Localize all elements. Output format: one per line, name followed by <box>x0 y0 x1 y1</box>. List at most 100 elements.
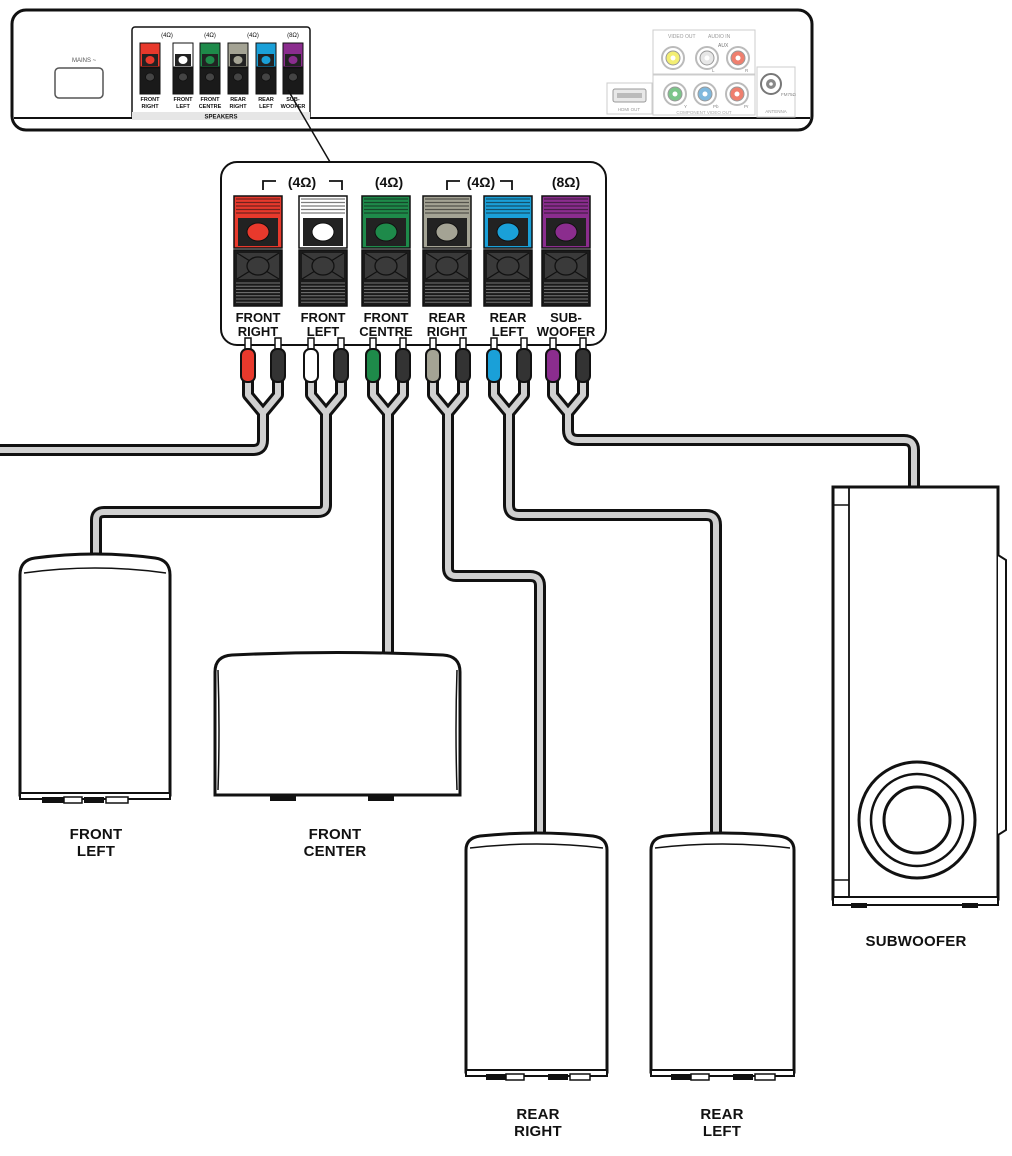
plug-negative-5 <box>575 337 591 383</box>
small-terminal-label-line2: LEFT <box>259 104 273 110</box>
subwoofer-label-line1: SUBWOOFER <box>865 933 967 950</box>
impedance-centre: (4Ω) <box>375 174 403 190</box>
subwoofer-driver <box>857 760 977 880</box>
terminal-label-line2: RIGHT <box>427 324 468 339</box>
plug-positive-5 <box>545 337 561 383</box>
video-out-label: VIDEO OUT <box>668 34 696 40</box>
terminal-block-group: FRONTRIGHTFRONTLEFTFRONTCENTREREARRIGHTR… <box>233 195 596 339</box>
front-center-label-line2: CENTER <box>303 843 367 860</box>
aux-right-jack: R <box>726 46 750 73</box>
component-pr-jack: Pr <box>725 82 749 109</box>
video-out-jack <box>661 46 685 70</box>
speakers-panel-label: SPEAKERS <box>204 115 237 121</box>
plug-negative-0 <box>270 337 286 383</box>
impedance-front: (4Ω) <box>288 174 316 190</box>
terminal-label-line1: SUB- <box>550 310 582 325</box>
plug-group <box>240 337 591 383</box>
cable-front-right <box>0 364 284 456</box>
mains-socket: MAINS ~ <box>54 58 104 99</box>
small-terminal-label-line2: WOOFER <box>281 104 306 110</box>
jack-pr-label: Pr <box>744 104 749 109</box>
terminal-label-line1: FRONT <box>301 310 346 325</box>
small-terminal-label-line2: RIGHT <box>229 104 247 110</box>
small-impedance-front: (4Ω) <box>161 33 173 39</box>
small-speaker-terminal-panel: SPEAKERS (4Ω) (4Ω) (4Ω) (8Ω) FRONT RIGHT F… <box>131 26 311 121</box>
front-left-label-line2: LEFT <box>76 843 116 860</box>
rear-right-speaker <box>464 831 609 1081</box>
cable-front-left <box>90 364 347 566</box>
terminal-label-line2: LEFT <box>307 324 340 339</box>
audio-in-label: AUDIO IN <box>708 34 731 40</box>
component-label: COMPONENT VIDEO OUT <box>676 110 731 115</box>
fm-label: FM75Ω <box>781 92 797 97</box>
plug-negative-3 <box>455 337 471 383</box>
component-pb-jack: Pb <box>693 82 719 109</box>
av-jacks-area: VIDEO OUT AUDIO IN AUX L R <box>606 29 797 118</box>
small-terminal-label-line2: RIGHT <box>141 104 159 110</box>
plug-negative-2 <box>395 337 411 383</box>
terminal-sub-woofer[interactable]: SUB-WOOFER <box>537 195 596 339</box>
zoom-leader-line <box>287 89 331 163</box>
plug-positive-0 <box>240 337 256 383</box>
small-impedance-sub: (8Ω) <box>287 33 299 39</box>
small-impedance-centre: (4Ω) <box>204 33 216 39</box>
rear-left-label-line1: REAR <box>700 1106 744 1123</box>
aux-r-label: R <box>745 68 749 73</box>
terminal-label-line1: FRONT <box>236 310 281 325</box>
impedance-rear: (4Ω) <box>467 174 495 190</box>
small-impedance-rear: (4Ω) <box>247 33 259 39</box>
small-terminal-label-line2: CENTRE <box>199 104 222 110</box>
small-terminal-label-line2: LEFT <box>176 104 190 110</box>
front-center-label: FRONT CENTER <box>290 826 380 860</box>
small-terminal-label-line1: FRONT <box>174 97 194 103</box>
jack-pb-label: Pb <box>713 104 719 109</box>
front-left-label: FRONT LEFT <box>56 826 136 860</box>
aux-label: AUX <box>718 43 729 49</box>
terminal-label-line1: REAR <box>429 310 466 325</box>
aux-l-label: L <box>712 68 715 73</box>
impedance-bracket-rear <box>446 180 513 190</box>
front-left-label-line1: FRONT <box>69 826 123 843</box>
plug-positive-4 <box>486 337 502 383</box>
terminal-label-line2: LEFT <box>492 324 525 339</box>
terminal-label-line1: REAR <box>490 310 527 325</box>
plug-negative-1 <box>333 337 349 383</box>
small-terminal-label-line1: REAR <box>258 97 274 103</box>
plug-positive-1 <box>303 337 319 383</box>
small-terminal-label-line1: FRONT <box>201 97 221 103</box>
jack-y-label: Y <box>684 104 687 109</box>
small-terminal-5: SUB-WOOFER <box>281 42 306 110</box>
rear-right-label-line2: RIGHT <box>514 1123 562 1140</box>
front-center-speaker <box>213 651 462 801</box>
terminal-label-line1: FRONT <box>364 310 409 325</box>
terminal-label-line2: RIGHT <box>238 324 279 339</box>
cable-subwoofer <box>547 364 920 493</box>
impedance-sub: (8Ω) <box>552 174 580 190</box>
rear-left-label-line2: LEFT <box>702 1123 742 1140</box>
terminal-label-line2: CENTRE <box>359 324 413 339</box>
small-terminal-label-line1: REAR <box>230 97 246 103</box>
plug-positive-2 <box>365 337 381 383</box>
cable-front-centre <box>367 364 409 661</box>
terminal-label-line2: WOOFER <box>537 324 596 339</box>
aux-left-jack: L <box>695 46 719 73</box>
subwoofer-speaker <box>831 485 1007 908</box>
receiver-back-panel: MAINS ~ SPEAKERS (4Ω) (4Ω) (4Ω) (8Ω) FRO… <box>10 8 814 132</box>
rear-left-speaker <box>649 831 796 1081</box>
plug-positive-3 <box>425 337 441 383</box>
impedance-bracket-front <box>262 180 343 190</box>
front-left-speaker <box>18 552 172 804</box>
plug-negative-4 <box>516 337 532 383</box>
component-y-jack: Y <box>663 82 687 109</box>
rear-right-label: REAR RIGHT <box>498 1106 578 1140</box>
